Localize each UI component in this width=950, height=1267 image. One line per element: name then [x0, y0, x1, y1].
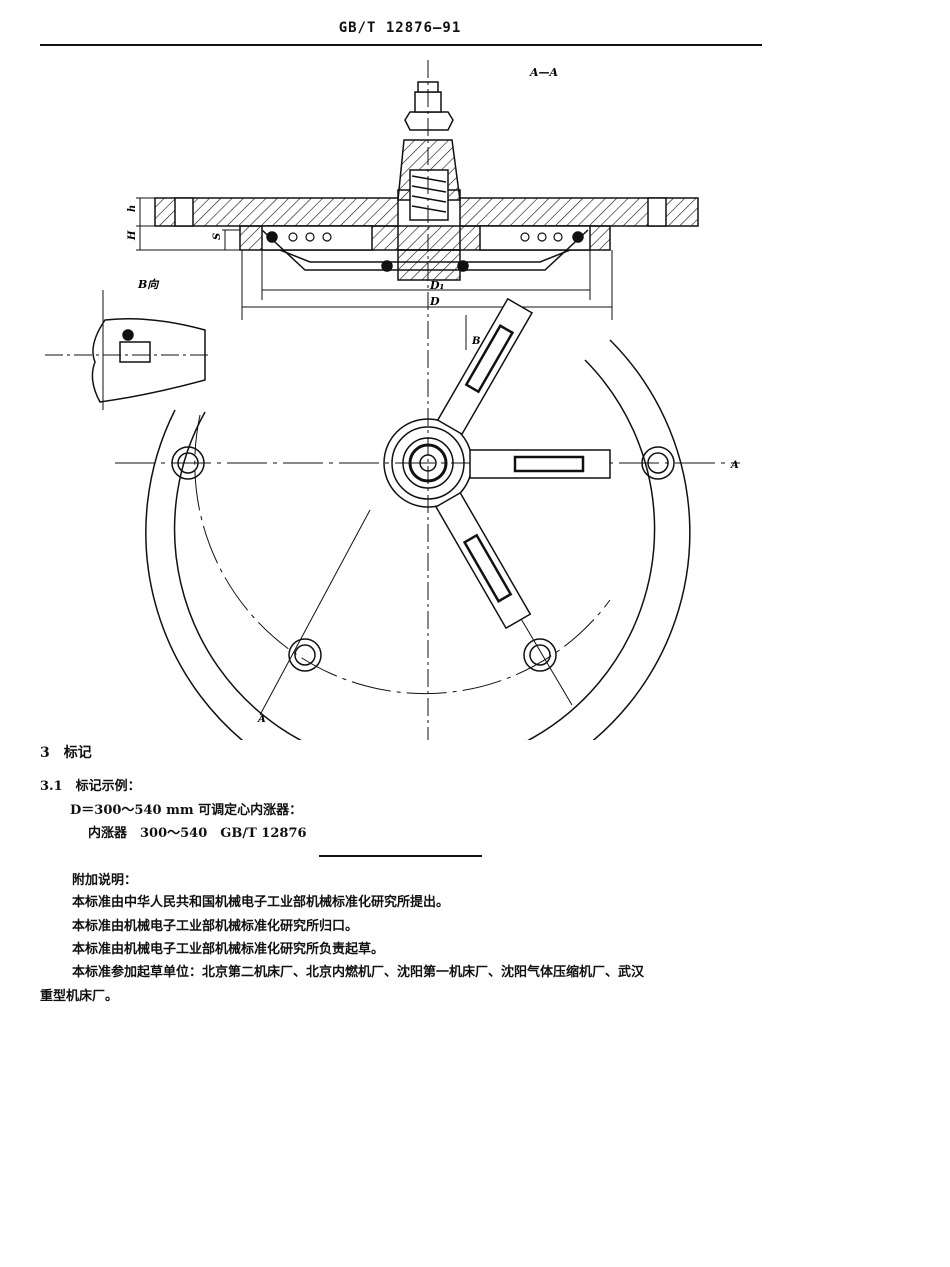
- svg-text:h: h: [127, 205, 138, 212]
- svg-text:D: D: [429, 295, 440, 308]
- header-rule: [40, 44, 762, 46]
- note-line: 本标准由中华人民共和国机械电子工业部机械标准化研究所提出。: [72, 895, 450, 910]
- example-line: D＝300～540 mm 可调定心内涨器：: [70, 803, 303, 818]
- subsection-heading: 3.1 标记示例：: [40, 779, 141, 794]
- note-line: 重型机床厂。: [40, 989, 119, 1004]
- svg-text:A: A: [257, 714, 266, 725]
- svg-text:B: B: [471, 336, 480, 347]
- note-line: 本标准由机械电子工业部机械标准化研究所负责起草。: [72, 942, 385, 957]
- standard-code-header: GB/T 12876—91: [338, 20, 462, 36]
- view-label: B向: [137, 278, 160, 291]
- notes-title: 附加说明：: [72, 873, 138, 888]
- section-heading: 3 标记: [40, 745, 92, 761]
- technical-drawing: A—A B向 h H S D₁ D B A A: [45, 60, 740, 740]
- section-label: A—A: [529, 66, 559, 79]
- section-divider: [319, 855, 482, 857]
- svg-text:D₁: D₁: [429, 279, 444, 292]
- svg-text:A: A: [730, 460, 739, 471]
- note-line: 本标准参加起草单位：北京第二机床厂、北京内燃机厂、沈阳第一机床厂、沈阳气体压缩机…: [72, 965, 645, 980]
- note-line: 本标准由机械电子工业部机械标准化研究所归口。: [72, 919, 359, 934]
- svg-text:H: H: [127, 230, 138, 241]
- designation-line: 内涨器 300～540 GB/T 12876: [88, 826, 307, 841]
- svg-text:S: S: [212, 233, 223, 240]
